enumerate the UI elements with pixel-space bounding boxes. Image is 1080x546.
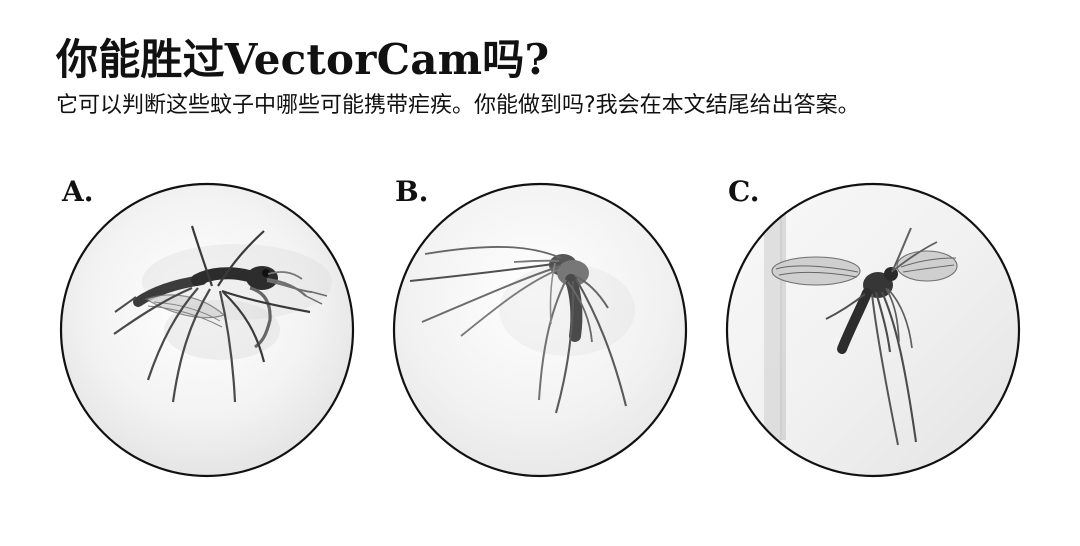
mosquito-b-svg: [392, 182, 688, 478]
mosquito-c-image: [718, 170, 1028, 480]
circle-outline-a: [59, 182, 355, 478]
mosquito-c-shape: [764, 200, 958, 446]
page-subtitle: 它可以判断这些蚊子中哪些可能携带疟疾。你能做到吗?我会在本文结尾给出答案。: [56, 93, 860, 118]
mosquito-a-shape: [113, 225, 332, 403]
mosquito-b-shape: [409, 246, 635, 414]
mosquito-a-svg: [59, 182, 355, 478]
photo-background-a: [61, 184, 353, 476]
page-title: 你能胜过VectorCam吗?: [56, 35, 550, 84]
mosquito-b-image: [385, 170, 695, 480]
mosquito-panel-c: C.: [718, 170, 1028, 490]
mosquito-c-svg: [725, 182, 1021, 478]
panel-label-a: A.: [62, 175, 94, 208]
mosquito-panel-b: B.: [385, 170, 695, 490]
panel-label-b: B.: [395, 175, 429, 208]
circle-outline-b: [392, 182, 688, 478]
circle-outline-c: [725, 182, 1021, 478]
photo-background-b: [394, 184, 686, 476]
mosquito-a-image: [52, 170, 362, 480]
mosquito-panel-a: A.: [52, 170, 362, 490]
panel-label-c: C.: [728, 175, 760, 208]
